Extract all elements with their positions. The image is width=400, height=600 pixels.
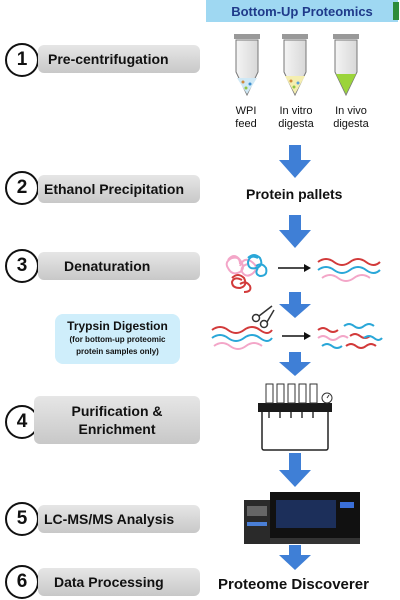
step-5-number: 5: [5, 502, 39, 536]
step-6-label: Data Processing: [38, 568, 200, 596]
step-3-number: 3: [5, 249, 39, 283]
trypsin-note-line1: (for bottom-up proteomic: [69, 335, 166, 344]
step-4-label: Purification & Enrichment: [34, 396, 200, 444]
step-4-label-line2: Enrichment: [78, 421, 156, 437]
step-5-label: LC-MS/MS Analysis: [38, 505, 200, 533]
step-1-number: 1: [5, 43, 39, 77]
tube-wpi-feed: [234, 34, 260, 97]
arrow-3: [279, 292, 311, 318]
arrow-5: [279, 453, 311, 487]
unfolded-protein-strands: [317, 258, 381, 282]
step-3-label: Denaturation: [38, 252, 200, 280]
intact-protein-strands: [211, 326, 273, 350]
step-4-number: 4: [5, 405, 39, 439]
folded-protein-cluster: [225, 254, 268, 293]
tube-label-in-vitro-line2: digesta: [278, 118, 314, 130]
step-1-label: Pre-centrifugation: [38, 45, 200, 73]
scissors-icon: [251, 305, 275, 329]
trypsin-digestion-box: Trypsin Digestion (for bottom-up proteom…: [55, 314, 180, 364]
proteome-discoverer-label: Proteome Discoverer: [218, 576, 369, 593]
tube-label-wpi-feed-line1: WPI: [235, 105, 257, 117]
step-2-label: Ethanol Precipitation: [38, 175, 200, 203]
protein-pallets-label: Protein pallets: [246, 186, 343, 202]
arrow-1: [279, 145, 311, 178]
step-4-label-line1: Purification &: [71, 403, 163, 419]
banner-accent: [393, 2, 399, 20]
arrow-4: [279, 352, 311, 376]
banner-title: Bottom-Up Proteomics: [206, 0, 398, 22]
peptide-fragments: [317, 323, 383, 349]
tube-label-in-vivo-digesta: In vivo digesta: [326, 105, 376, 131]
flow-arrows: [279, 145, 311, 570]
denaturation-arrow: [278, 264, 311, 272]
tube-in-vivo-digesta: [333, 34, 359, 97]
arrow-6: [279, 545, 311, 570]
digestion-arrow: [282, 332, 311, 340]
tube-label-in-vivo-line1: In vivo: [335, 105, 367, 117]
tube-label-in-vitro-digesta: In vitro digesta: [271, 105, 321, 131]
lc-ms-instrument: [244, 492, 360, 544]
tube-label-in-vivo-line2: digesta: [333, 118, 369, 130]
trypsin-note-line2: protein samples only): [76, 347, 159, 356]
spe-manifold: [258, 383, 333, 451]
tube-label-wpi-feed: WPI feed: [226, 105, 266, 131]
tube-label-in-vitro-line1: In vitro: [279, 105, 313, 117]
trypsin-title: Trypsin Digestion: [67, 319, 168, 333]
tube-label-wpi-feed-line2: feed: [235, 118, 257, 130]
arrow-2: [279, 215, 311, 248]
tube-in-vitro-digesta: [282, 34, 308, 97]
